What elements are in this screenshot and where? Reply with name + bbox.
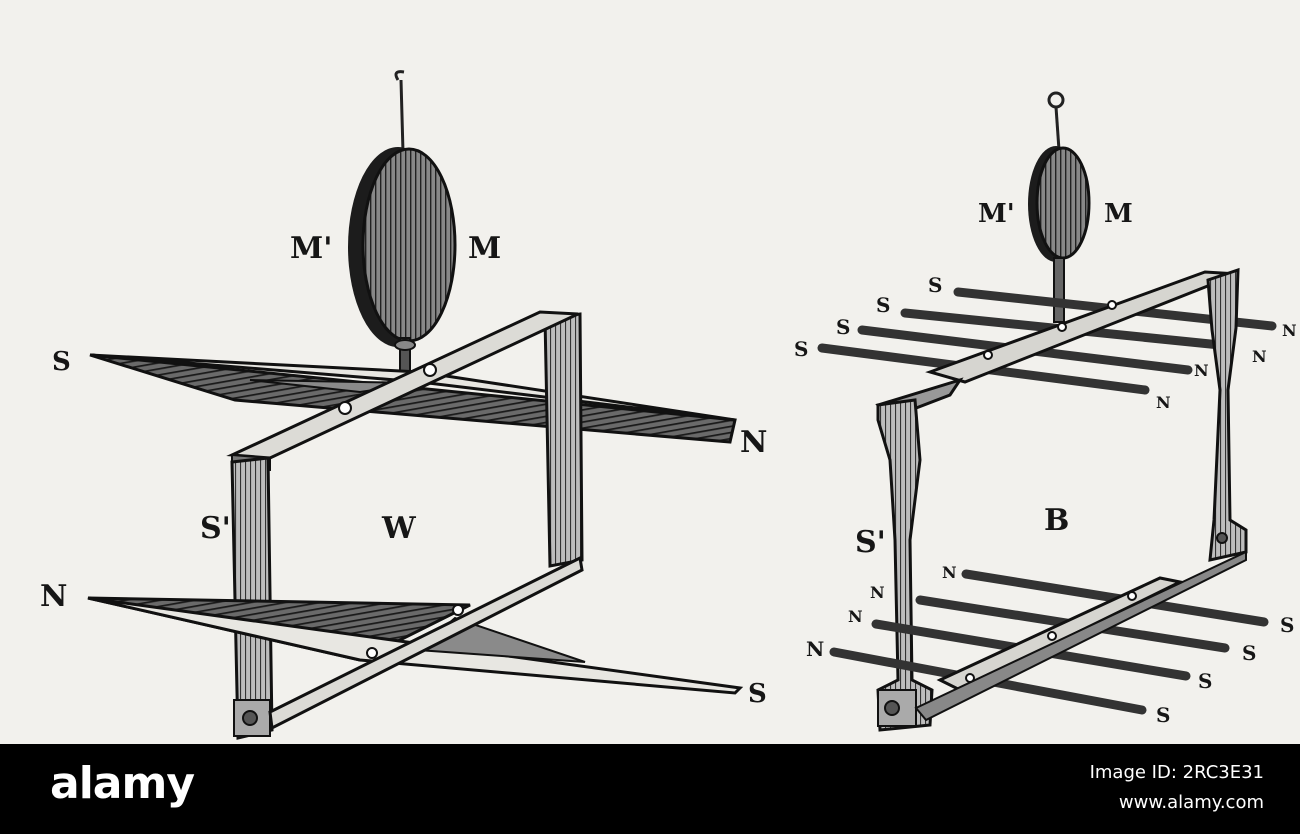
label-m-prime-left: M': [290, 231, 332, 266]
label-top-s-4: S: [794, 337, 808, 361]
label-s-bottom-left: S: [748, 679, 767, 709]
left-frame-bottom-bar: [268, 555, 584, 731]
alamy-logo: alamy: [50, 758, 195, 809]
left-frame-front-upright: [230, 456, 274, 740]
label-m-right: M: [1104, 199, 1133, 229]
left-top-triangle-magnet: [89, 353, 737, 444]
label-bottom-n-1: N: [942, 563, 957, 582]
label-m-left: M: [468, 231, 501, 266]
left-frame-back-upright: [543, 312, 584, 568]
label-s-prime-left: S': [200, 511, 231, 546]
label-s-prime-right: S': [855, 525, 886, 560]
label-top-s-2: S: [876, 293, 890, 317]
right-top-crossbar: [925, 270, 1239, 384]
label-bottom-s-1: S: [1280, 613, 1294, 637]
label-m-prime-right: M': [978, 199, 1015, 229]
label-n-top-left: N: [740, 425, 767, 460]
right-disc-magnet: [1028, 146, 1091, 262]
left-disc-magnet: [348, 147, 457, 347]
engraving-diagram: M' M S N S' W N S: [40, 70, 1297, 740]
label-top-s-1: S: [928, 273, 942, 297]
left-apparatus: M' M S N S' W N S: [40, 70, 767, 740]
label-bottom-s-3: S: [1198, 669, 1212, 693]
image-reference: Image ID: 2RC3E31 www.alamy.com: [1090, 758, 1264, 818]
right-frame-front-upright: [876, 398, 934, 732]
label-bottom-n-2: N: [870, 583, 885, 602]
label-bottom-n-4: N: [806, 637, 824, 661]
label-bottom-s-4: S: [1156, 703, 1170, 727]
label-bottom-n-3: N: [848, 607, 863, 626]
label-w: W: [381, 511, 417, 546]
right-apparatus: M' M S S S S N N N N S' B N N N N S S S …: [794, 91, 1297, 732]
right-frame-back-upright: [1206, 267, 1248, 562]
label-top-s-3: S: [836, 315, 850, 339]
label-top-n-4: N: [1156, 393, 1171, 412]
label-s-top-left: S: [52, 347, 71, 377]
label-top-n-3: N: [1194, 361, 1209, 380]
image-id-text: Image ID: 2RC3E31: [1089, 762, 1264, 783]
stock-footer-bar: alamy Image ID: 2RC3E31 www.alamy.com: [0, 744, 1300, 834]
label-n-bottom-left: N: [40, 579, 67, 614]
label-b: B: [1044, 503, 1069, 538]
label-top-n-2: N: [1252, 347, 1267, 366]
left-suspension-wire: [394, 70, 405, 153]
label-bottom-s-2: S: [1242, 641, 1256, 665]
label-top-n-1: N: [1282, 321, 1297, 340]
site-url-text: www.alamy.com: [1118, 792, 1264, 813]
right-bottom-crossbar: [936, 576, 1185, 692]
